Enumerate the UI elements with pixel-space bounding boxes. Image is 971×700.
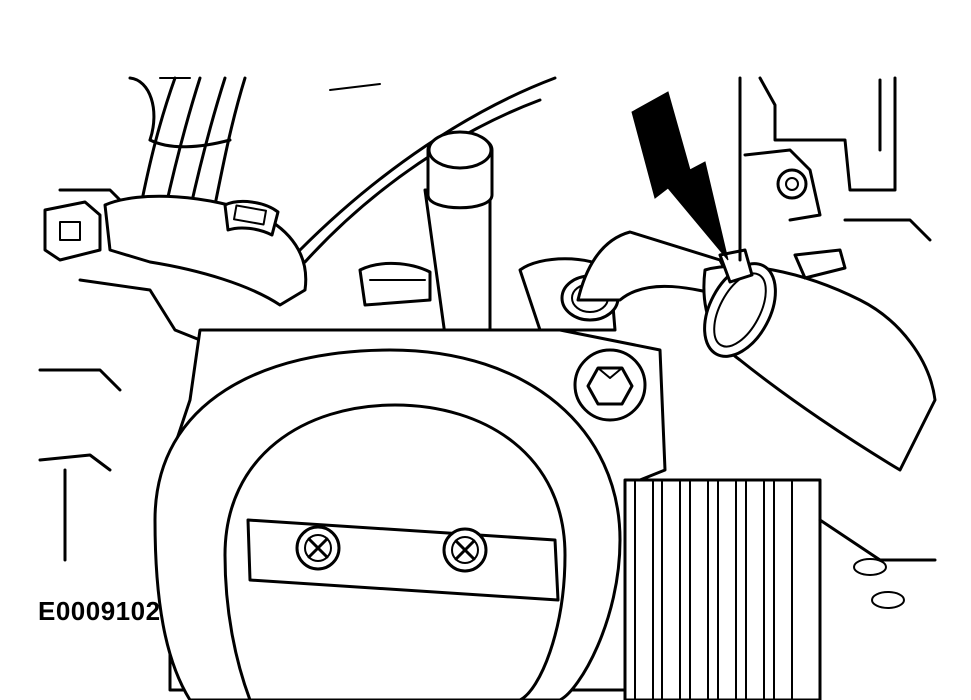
right-engine-casting bbox=[738, 76, 932, 262]
butterfly-screw-right bbox=[442, 527, 488, 573]
butterfly-screw-left bbox=[295, 525, 341, 571]
vent-pipe bbox=[358, 130, 494, 337]
figure-id-label: E0009102 bbox=[38, 596, 161, 626]
left-connector bbox=[43, 200, 102, 262]
cooling-fins bbox=[623, 478, 937, 700]
hose-clamp bbox=[703, 248, 847, 358]
wiring-bundle bbox=[138, 76, 557, 264]
mounting-bolt bbox=[573, 348, 647, 422]
pointer-arrow bbox=[631, 91, 729, 261]
intake-duct bbox=[38, 194, 308, 562]
